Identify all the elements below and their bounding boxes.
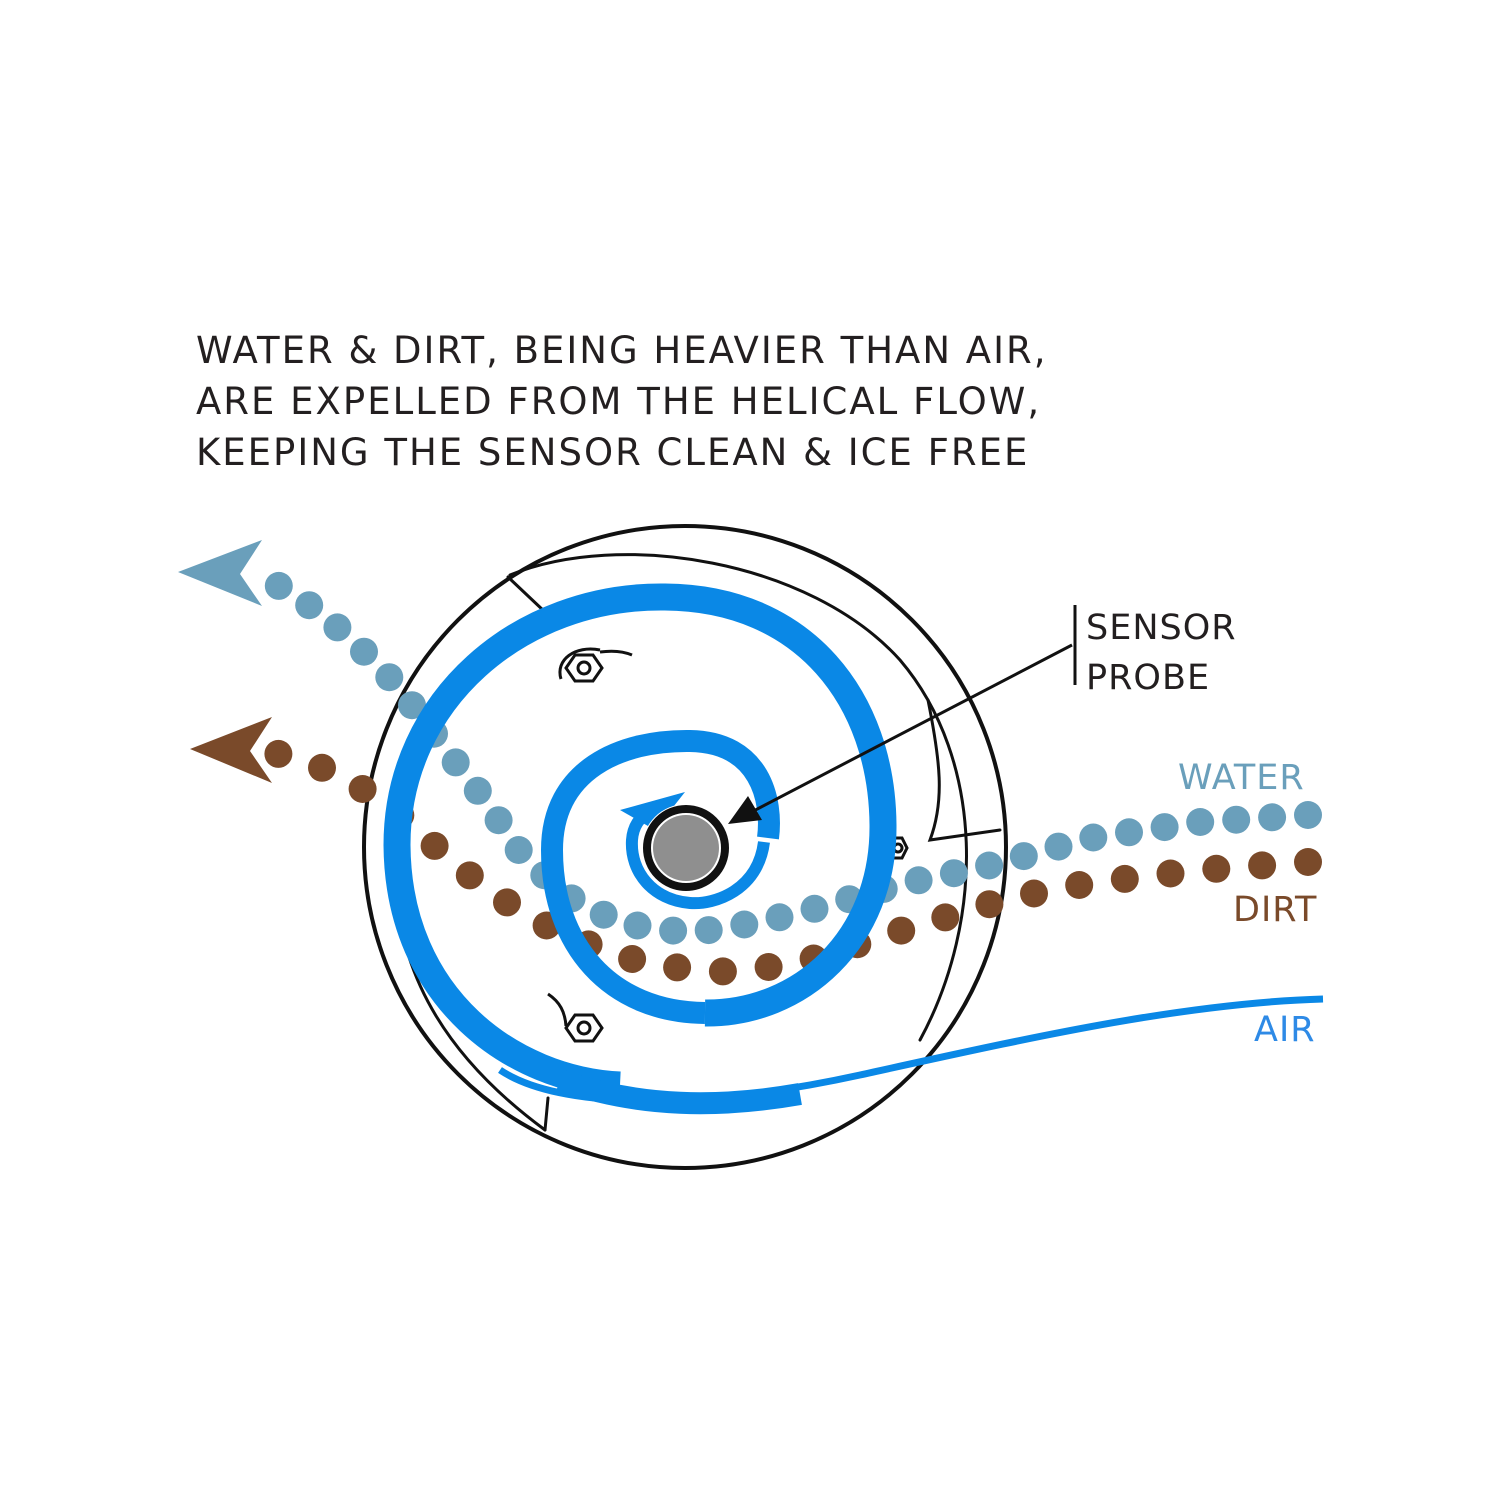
dirt-particle bbox=[1156, 859, 1185, 888]
sensor-label-line-1: SENSOR bbox=[1086, 608, 1237, 648]
dirt-particle bbox=[455, 861, 484, 890]
dirt-exit-arrowhead bbox=[190, 717, 272, 783]
water-particle bbox=[398, 691, 426, 720]
dirt-particle bbox=[975, 890, 1004, 919]
water-particle bbox=[264, 571, 293, 600]
dirt-particle bbox=[1020, 879, 1048, 908]
dirt-particle bbox=[1065, 871, 1094, 899]
headline-line-3: KEEPING THE SENSOR CLEAN & ICE FREE bbox=[196, 431, 1030, 474]
bolt-top bbox=[558, 647, 633, 683]
water-label: WATER bbox=[1178, 758, 1305, 798]
headline-line-2: ARE EXPELLED FROM THE HELICAL FLOW, bbox=[196, 380, 1042, 423]
spiral-arrowhead bbox=[620, 792, 685, 830]
dirt-label: DIRT bbox=[1233, 890, 1318, 930]
headline: WATER & DIRT, BEING HEAVIER THAN AIR, AR… bbox=[196, 325, 1047, 478]
water-particle bbox=[975, 851, 1004, 880]
water-exit-arrowhead bbox=[178, 540, 262, 606]
air-flow-fade bbox=[556, 1069, 802, 1115]
housing-panel-line bbox=[926, 698, 1002, 842]
dirt-particle bbox=[618, 945, 647, 973]
water-particle bbox=[295, 591, 324, 620]
dirt-particle bbox=[1110, 864, 1139, 893]
dirt-particle bbox=[264, 739, 293, 768]
water-particle bbox=[484, 806, 513, 835]
dirt-particle bbox=[1202, 854, 1231, 883]
water-particle bbox=[730, 910, 759, 939]
sensor-label-line-2: PROBE bbox=[1086, 658, 1211, 698]
water-particle bbox=[659, 916, 688, 945]
water-particle bbox=[1150, 813, 1179, 842]
spiral-middle-arc bbox=[540, 729, 780, 1024]
dirt-particle bbox=[420, 831, 449, 860]
dirt-particle bbox=[708, 957, 737, 986]
dirt-particle bbox=[887, 916, 916, 945]
water-particle bbox=[1222, 805, 1251, 834]
dirt-particle bbox=[348, 775, 377, 803]
water-particle bbox=[1079, 823, 1108, 852]
air-label: AIR bbox=[1254, 1010, 1316, 1050]
water-particle bbox=[1044, 832, 1073, 861]
water-particle-stream bbox=[264, 571, 1322, 945]
sensor-probe bbox=[642, 804, 730, 892]
housing-panel-line bbox=[506, 575, 547, 614]
bolt-bottom bbox=[547, 992, 604, 1043]
water-particle bbox=[1115, 818, 1143, 847]
dirt-particle bbox=[931, 903, 960, 932]
water-particle bbox=[800, 894, 829, 923]
water-particle bbox=[904, 866, 933, 895]
spiral-inner-arc bbox=[625, 807, 770, 910]
callout-arrowhead bbox=[728, 796, 762, 824]
dirt-particle bbox=[493, 888, 521, 917]
housing-outer-ring bbox=[362, 524, 1008, 1170]
water-particle bbox=[1294, 801, 1322, 829]
water-particle bbox=[1186, 808, 1215, 836]
water-particle bbox=[1009, 842, 1038, 871]
water-particle bbox=[765, 903, 794, 932]
water-particle bbox=[441, 748, 470, 777]
water-particle bbox=[589, 900, 618, 929]
housing-panel-line bbox=[543, 1096, 550, 1132]
water-particle bbox=[694, 916, 723, 945]
water-particle bbox=[350, 637, 378, 666]
sensor-callout bbox=[728, 605, 1077, 824]
dirt-particle bbox=[754, 953, 783, 981]
housing-inner-curve bbox=[508, 553, 968, 1042]
water-particle bbox=[375, 663, 404, 692]
headline-line-1: WATER & DIRT, BEING HEAVIER THAN AIR, bbox=[196, 329, 1048, 372]
helical-air-spiral bbox=[383, 583, 1324, 1115]
dirt-particle bbox=[663, 953, 692, 982]
dirt-particle bbox=[308, 753, 336, 782]
dirt-particle bbox=[1294, 848, 1322, 876]
water-particle bbox=[1258, 803, 1287, 832]
water-particle bbox=[463, 776, 492, 805]
water-particle bbox=[323, 613, 352, 642]
water-particle bbox=[504, 836, 533, 864]
dirt-particle bbox=[1248, 851, 1277, 880]
water-particle bbox=[939, 859, 968, 888]
spiral-outer-arc bbox=[383, 583, 897, 1099]
water-particle bbox=[623, 911, 652, 940]
sensor-probe-label: SENSOR PROBE bbox=[1086, 603, 1237, 703]
